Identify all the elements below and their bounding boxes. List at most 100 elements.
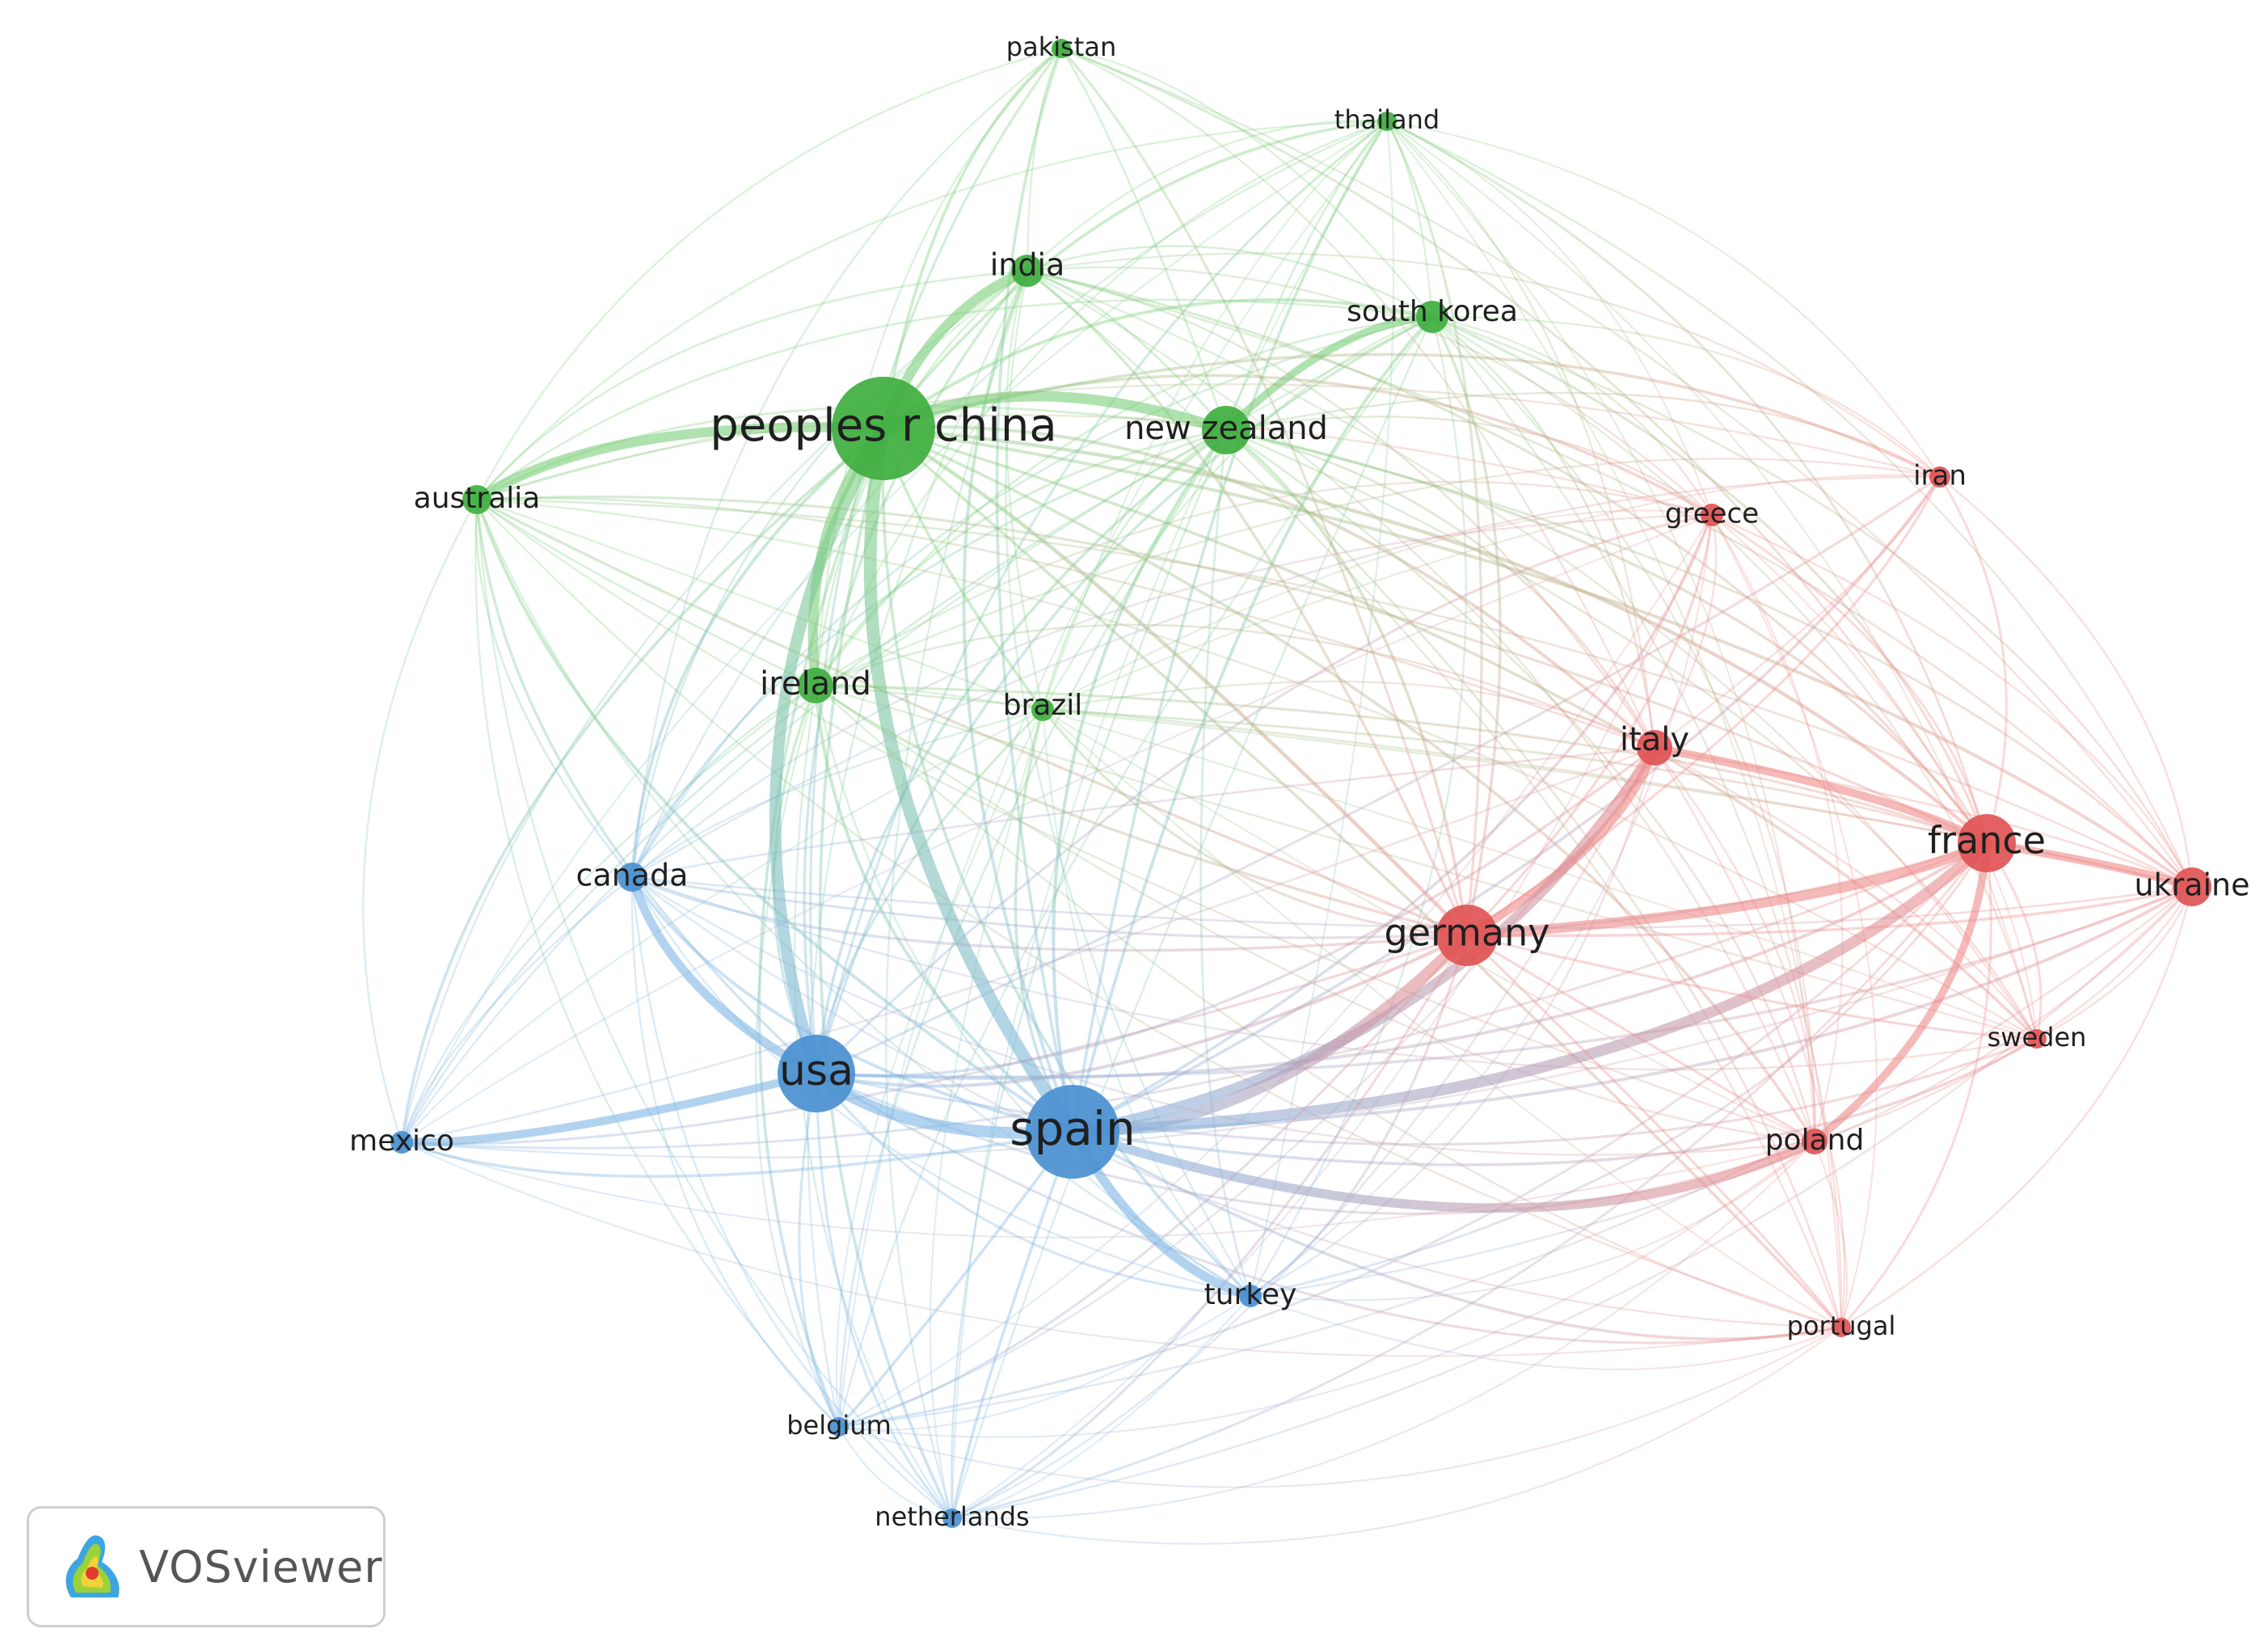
node-brazil[interactable] <box>1031 698 1054 721</box>
link-south_korea-italy <box>1431 315 1656 749</box>
label-india[interactable]: india <box>990 247 1065 283</box>
link-spain-belgium <box>837 1130 1074 1428</box>
node-france[interactable] <box>1958 814 2016 872</box>
link-brazil-turkey <box>1041 708 1252 1298</box>
link-greece-sweden <box>1710 513 2038 1040</box>
link-turkey-netherlands <box>951 1294 1252 1520</box>
label-thailand[interactable]: thailand <box>1334 104 1440 135</box>
link-germany-belgium <box>837 934 1469 1428</box>
link-ireland-netherlands <box>793 684 954 1520</box>
node-ireland[interactable] <box>798 668 833 703</box>
node-new-zealand[interactable] <box>1202 406 1250 454</box>
link-ukraine-germany <box>1465 885 2194 938</box>
label-turkey[interactable]: turkey <box>1204 1278 1297 1311</box>
label-brazil[interactable]: brazil <box>1003 689 1083 722</box>
node-south-korea[interactable] <box>1416 301 1448 333</box>
link-canada-turkey <box>630 876 1252 1298</box>
label-greece[interactable]: greece <box>1665 498 1759 530</box>
link-pakistan-italy <box>1060 47 1656 749</box>
nodes-layer <box>390 39 2211 1528</box>
link-australia-brazil <box>475 498 1044 711</box>
link-poland-spain <box>1068 1127 1819 1213</box>
label-germany[interactable]: germany <box>1385 911 1550 955</box>
link-italy-mexico <box>400 746 1656 1144</box>
link-india-belgium <box>807 269 1029 1428</box>
label-pakistan[interactable]: pakistan <box>1006 32 1116 62</box>
label-australia[interactable]: australia <box>414 482 541 515</box>
link-france-mexico <box>400 842 1988 1150</box>
link-portugal-canada <box>630 876 1843 1329</box>
link-canada-netherlands <box>630 876 954 1520</box>
label-portugal[interactable]: portugal <box>1787 1310 1896 1341</box>
link-ukraine-spain <box>1071 885 2194 1133</box>
link-china-canada <box>630 427 885 879</box>
node-turkey[interactable] <box>1239 1285 1262 1307</box>
link-brazil-poland <box>1041 708 1816 1143</box>
node-poland[interactable] <box>1802 1129 1827 1154</box>
link-greece-mexico <box>400 513 1714 1144</box>
label-ireland[interactable]: ireland <box>760 665 871 703</box>
node-ukraine[interactable] <box>2173 867 2211 906</box>
node-mexico[interactable] <box>390 1131 413 1154</box>
label-france[interactable]: france <box>1928 819 2046 863</box>
link-ukraine-mexico <box>400 885 2194 1158</box>
link-australia-turkey <box>475 498 1252 1298</box>
link-france-belgium <box>837 842 1988 1428</box>
link-china-italy <box>882 425 1656 749</box>
node-iran[interactable] <box>1929 466 1950 487</box>
label-new-zealand[interactable]: new zealand <box>1124 410 1328 447</box>
link-ireland-belgium <box>755 684 841 1428</box>
link-ireland-iran <box>814 458 1941 687</box>
link-australia-portugal <box>475 498 1843 1329</box>
link-italy-sweden <box>1653 746 2038 1040</box>
node-germany[interactable] <box>1436 905 1498 966</box>
link-south_korea-germany <box>1431 315 1502 937</box>
label-netherlands[interactable]: netherlands <box>875 1501 1029 1532</box>
link-france-canada <box>630 842 1988 939</box>
node-pakistan[interactable] <box>1052 39 1071 58</box>
link-portugal-turkey <box>1249 1294 1843 1370</box>
node-portugal[interactable] <box>1832 1318 1851 1337</box>
node-italy[interactable] <box>1637 730 1672 766</box>
node-thailand[interactable] <box>1377 112 1397 131</box>
link-spain-netherlands <box>951 1130 1074 1520</box>
link-pakistan-canada <box>630 47 1063 879</box>
node-greece[interactable] <box>1701 504 1723 526</box>
node-belgium[interactable] <box>829 1417 849 1437</box>
node-sweden[interactable] <box>2027 1029 2047 1049</box>
label-sweden[interactable]: sweden <box>1988 1022 2087 1053</box>
link-spain-mexico <box>400 1130 1074 1179</box>
node-usa[interactable] <box>778 1035 855 1112</box>
link-brazil-canada <box>630 708 1044 879</box>
link-thailand-india <box>1026 120 1389 272</box>
label-ukraine[interactable]: ukraine <box>2134 867 2249 903</box>
link-france-portugal <box>1840 842 1992 1329</box>
node-canada[interactable] <box>618 863 647 892</box>
node-india[interactable] <box>1011 255 1043 287</box>
label-iran[interactable]: iran <box>1913 460 1967 492</box>
node-spain[interactable] <box>1026 1085 1119 1179</box>
label-poland[interactable]: poland <box>1765 1124 1865 1157</box>
label-usa[interactable]: usa <box>779 1047 854 1095</box>
link-usa-belgium <box>798 1072 841 1428</box>
node-china[interactable] <box>832 377 935 480</box>
link-india-australia <box>475 269 1029 501</box>
label-belgium[interactable]: belgium <box>786 1410 892 1441</box>
label-spain[interactable]: spain <box>1010 1101 1135 1156</box>
link-australia-sweden <box>475 498 2038 1040</box>
link-brazil-iran <box>1041 474 1941 711</box>
label-mexico[interactable]: mexico <box>349 1125 454 1158</box>
link-poland-mexico <box>400 1140 1816 1239</box>
label-china[interactable]: peoples r china <box>710 399 1056 452</box>
link-australia-greece <box>475 414 1714 517</box>
label-south-korea[interactable]: south korea <box>1347 295 1518 328</box>
link-ireland-greece <box>814 480 1714 687</box>
label-italy[interactable]: italy <box>1620 721 1689 758</box>
node-australia[interactable] <box>462 485 491 514</box>
link-new_zealand-poland <box>1225 428 1816 1143</box>
link-brazil-belgium <box>835 708 1044 1428</box>
label-canada[interactable]: canada <box>576 858 689 893</box>
link-ukraine-sweden <box>2035 885 2194 1040</box>
node-netherlands[interactable] <box>942 1509 962 1528</box>
link-thailand-iran <box>1385 120 1941 479</box>
